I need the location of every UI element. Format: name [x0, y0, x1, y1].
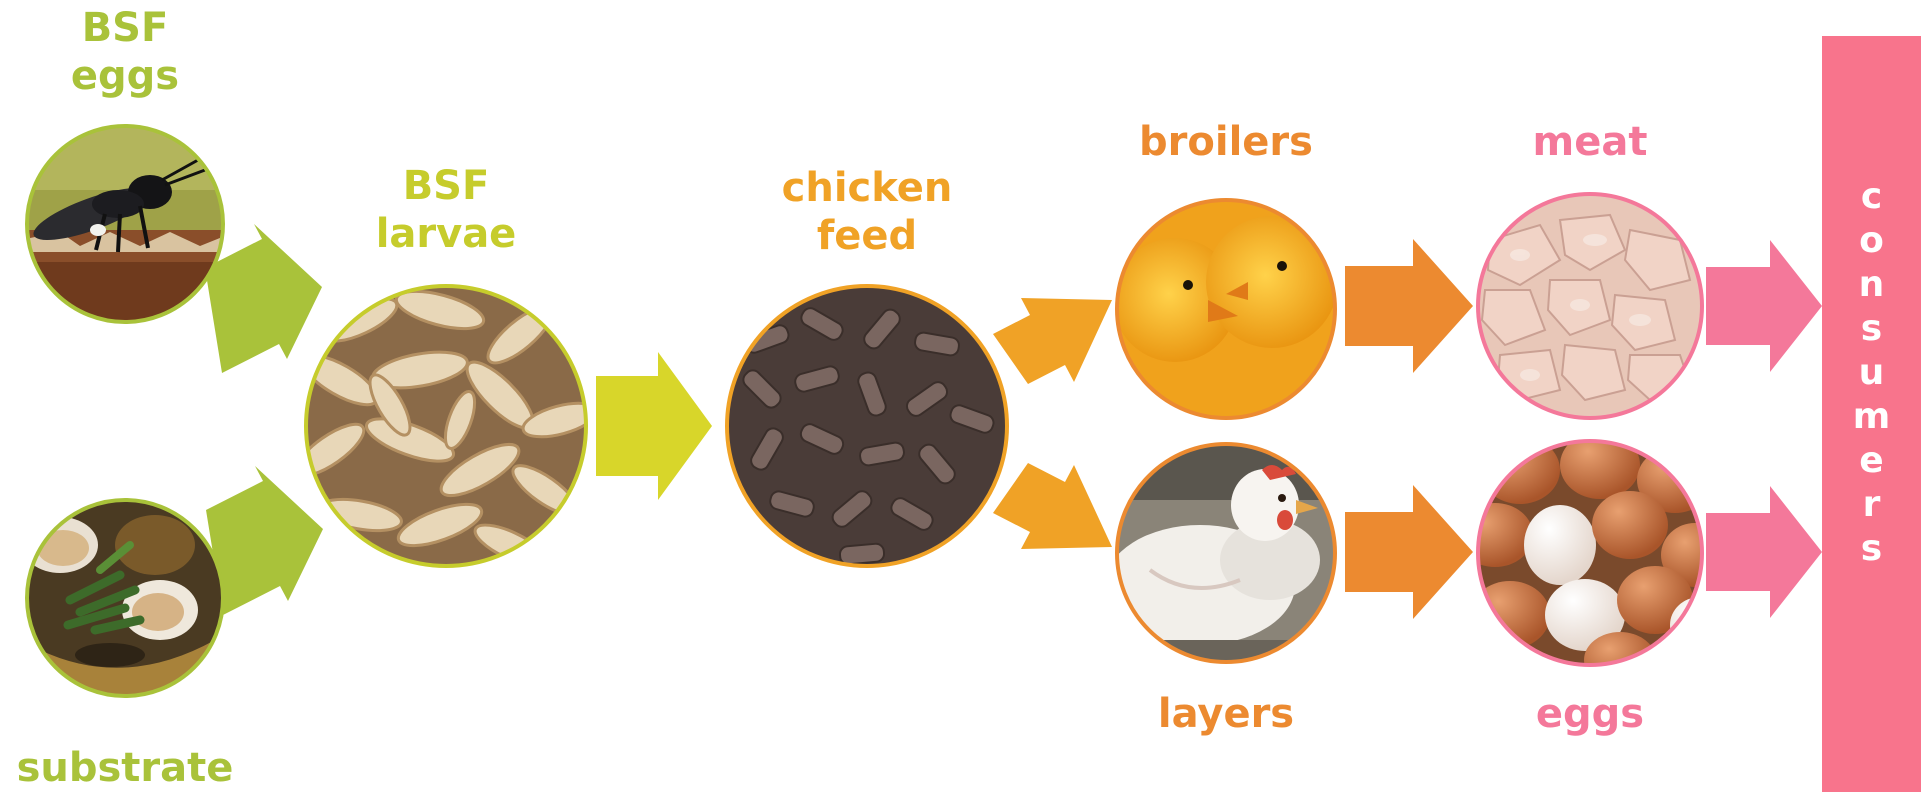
chicken-feed-label-line1: chicken	[767, 164, 967, 212]
consumers-letter: s	[1822, 527, 1921, 571]
arrow-feed-to-broilers	[993, 298, 1112, 384]
feed-pellets-photo	[720, 280, 1020, 580]
arrow-feed-to-layers	[993, 463, 1112, 549]
eggs-photo	[1457, 431, 1730, 688]
consumers-letter: m	[1822, 395, 1921, 439]
organic-waste-photo	[20, 494, 230, 704]
broilers-label: broilers	[1126, 118, 1326, 166]
arrow-layers-to-eggs	[1345, 485, 1473, 619]
bsf-eggs-label-line2: eggs	[45, 52, 205, 100]
consumers-letter: o	[1822, 219, 1921, 263]
arrow-larvae-to-feed	[596, 352, 712, 500]
bsf-larvae-label-line1: BSF	[366, 162, 526, 210]
chicks-photo	[1110, 195, 1350, 425]
bsf-larvae-label-line2: larvae	[366, 210, 526, 258]
bsf-eggs-label: BSF eggs	[45, 4, 205, 100]
chicken-feed-label-line2: feed	[767, 212, 967, 260]
bsf-eggs-label-line1: BSF	[45, 4, 205, 52]
consumers-label: c o n s u m e r s	[1822, 175, 1921, 571]
consumers-letter: n	[1822, 263, 1921, 307]
eggs-label: eggs	[1490, 690, 1690, 738]
black-soldier-fly-photo	[20, 120, 230, 330]
consumers-letter: r	[1822, 483, 1921, 527]
consumers-letter: u	[1822, 351, 1921, 395]
arrow-broilers-to-meat	[1345, 239, 1473, 373]
consumers-letter: c	[1822, 175, 1921, 219]
bsf-larvae-label: BSF larvae	[366, 162, 526, 258]
consumers-letter: e	[1822, 439, 1921, 483]
layers-label: layers	[1126, 690, 1326, 738]
substrate-label: substrate	[0, 744, 250, 792]
meat-label: meat	[1490, 118, 1690, 166]
larvae-photo	[289, 280, 600, 580]
raw-chicken-meat-photo	[1470, 190, 1710, 430]
arrow-eggs-to-larvae	[205, 224, 322, 373]
consumers-letter: s	[1822, 307, 1921, 351]
arrow-eggs-to-consumers	[1706, 486, 1822, 618]
hen-photo	[1105, 440, 1350, 670]
chicken-feed-label: chicken feed	[767, 164, 967, 260]
arrow-meat-to-consumers	[1706, 240, 1822, 372]
